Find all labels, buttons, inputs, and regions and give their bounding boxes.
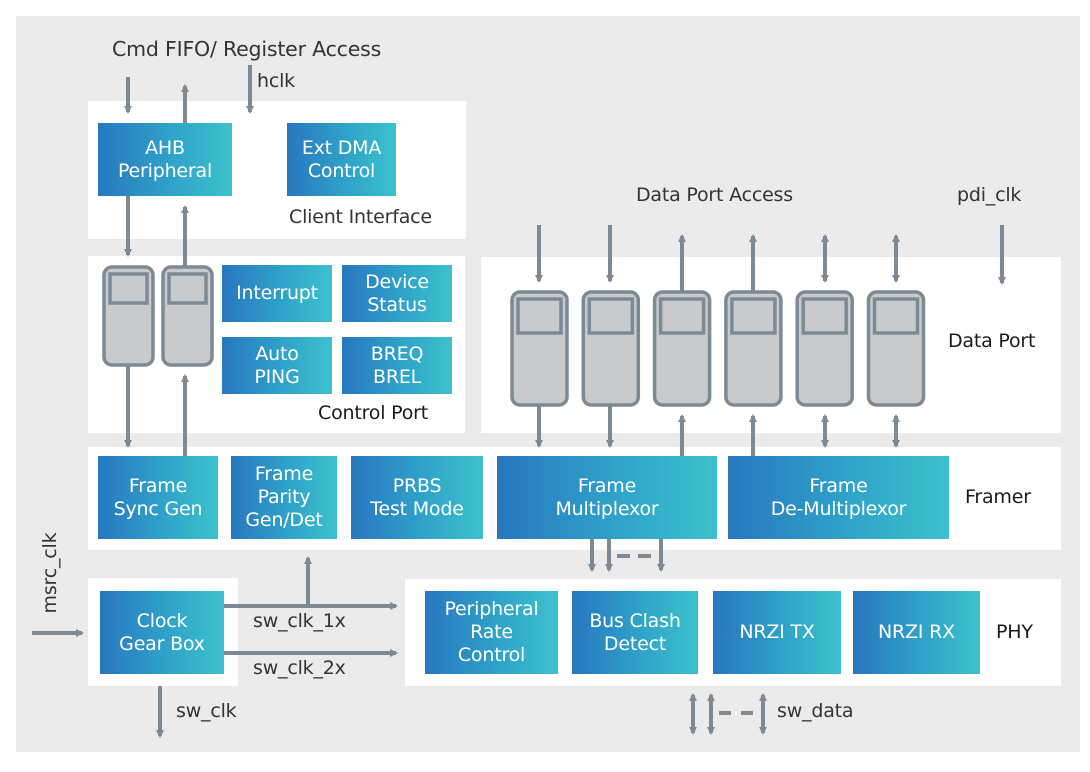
breq-brel-block[interactable]: BREQ BREL bbox=[342, 337, 452, 394]
interrupt-block[interactable]: Interrupt bbox=[222, 265, 332, 322]
data-port-label: Data Port bbox=[948, 330, 1036, 352]
pdi-clk-label: pdi_clk bbox=[957, 184, 1022, 206]
frame-sync-gen-block[interactable]: Frame Sync Gen bbox=[98, 456, 218, 539]
framer-label: Framer bbox=[965, 486, 1031, 508]
phy-label: PHY bbox=[996, 621, 1033, 643]
data-port-access-label: Data Port Access bbox=[636, 184, 793, 206]
auto-ping-block[interactable]: Auto PING bbox=[222, 337, 332, 394]
frame-demultiplexor-block[interactable]: Frame De-Multiplexor bbox=[728, 456, 949, 539]
nrzi-tx-block[interactable]: NRZI TX bbox=[713, 591, 841, 674]
device-status-block[interactable]: Device Status bbox=[342, 265, 452, 322]
frame-parity-block[interactable]: Frame Parity Gen/Det bbox=[231, 456, 337, 539]
sw-clk-label: sw_clk bbox=[176, 700, 237, 722]
nrzi-rx-block[interactable]: NRZI RX bbox=[853, 591, 980, 674]
ahb-peripheral-block[interactable]: AHB Peripheral bbox=[98, 123, 232, 196]
cmd-fifo-register-access-label: Cmd FIFO/ Register Access bbox=[112, 37, 382, 61]
msrc-clk-label: msrc_clk bbox=[39, 532, 61, 614]
sw-data-label: sw_data bbox=[777, 700, 854, 722]
prbs-test-mode-block[interactable]: PRBS Test Mode bbox=[351, 456, 483, 539]
peripheral-rate-control-block[interactable]: Peripheral Rate Control bbox=[425, 591, 558, 674]
client-interface-label: Client Interface bbox=[289, 206, 432, 228]
hclk-label: hclk bbox=[257, 70, 295, 92]
ext-dma-control-block[interactable]: Ext DMA Control bbox=[287, 123, 396, 196]
sw-clk-1x-label: sw_clk_1x bbox=[253, 610, 346, 632]
clock-gear-box-block[interactable]: Clock Gear Box bbox=[100, 591, 224, 674]
sw-clk-2x-label: sw_clk_2x bbox=[253, 657, 346, 679]
control-port-label: Control Port bbox=[318, 402, 428, 424]
bus-clash-detect-block[interactable]: Bus Clash Detect bbox=[572, 591, 698, 674]
frame-multiplexor-block[interactable]: Frame Multiplexor bbox=[497, 456, 717, 539]
